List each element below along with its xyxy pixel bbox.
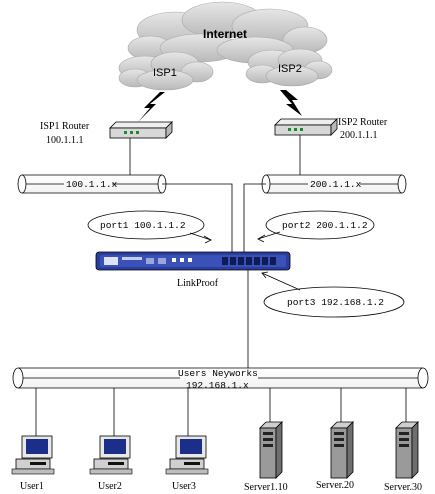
isp1-router-ip: 100.1.1.1 — [46, 135, 84, 146]
user2-pc-icon — [89, 435, 133, 475]
port2-label: port2 200.1.1.2 — [282, 220, 368, 231]
isp1-cloud-label: ISP1 — [153, 67, 177, 79]
isp1-cloud: ISP1 — [118, 51, 214, 91]
port3-callout: port3 192.168.1.2 — [261, 271, 405, 318]
isp2-segment-label: 200.1.1.x — [310, 179, 362, 190]
user1-pc-icon — [11, 435, 55, 475]
user1-label: User1 — [20, 481, 44, 492]
port1-callout: port1 100.1.1.2 — [87, 210, 212, 244]
user3-label: User3 — [172, 481, 196, 492]
linkproof-label: LinkProof — [177, 278, 219, 289]
linkproof-device-icon — [95, 251, 291, 271]
server3-icon — [395, 421, 419, 479]
isp1-wan-link-icon — [138, 92, 165, 122]
isp1-segment-label: 100.1.1.x — [66, 179, 118, 190]
isp1-router-label: ISP1 Router — [40, 121, 90, 132]
port1-label: port1 100.1.1.2 — [100, 220, 186, 231]
server1-icon — [259, 421, 283, 479]
isp2-router-icon — [274, 118, 338, 136]
server2-icon — [330, 421, 354, 479]
user3-pc-icon — [165, 435, 209, 475]
isp1-segment-pipe — [17, 174, 167, 194]
server1-label: Server1.10 — [244, 482, 288, 493]
isp2-wan-link-icon — [280, 90, 302, 116]
isp2-router-ip: 200.1.1.1 — [340, 130, 378, 141]
port3-label: port3 192.168.1.2 — [287, 297, 384, 308]
isp1-router-icon — [109, 121, 173, 139]
isp2-cloud: ISP2 — [245, 48, 333, 87]
server2-label: Server.20 — [316, 480, 354, 491]
user2-label: User2 — [98, 481, 122, 492]
server3-label: Server.30 — [384, 482, 422, 493]
isp2-router-label: ISP2 Router — [338, 117, 388, 128]
port2-callout: port2 200.1.1.2 — [257, 210, 375, 243]
isp2-cloud-label: ISP2 — [278, 63, 302, 75]
users-network-pipe — [12, 367, 429, 389]
internet-label: Internet — [203, 27, 247, 41]
users-network-label: Users Neyworks — [178, 368, 258, 379]
users-network-subnet: 192.168.1.x — [186, 380, 249, 391]
